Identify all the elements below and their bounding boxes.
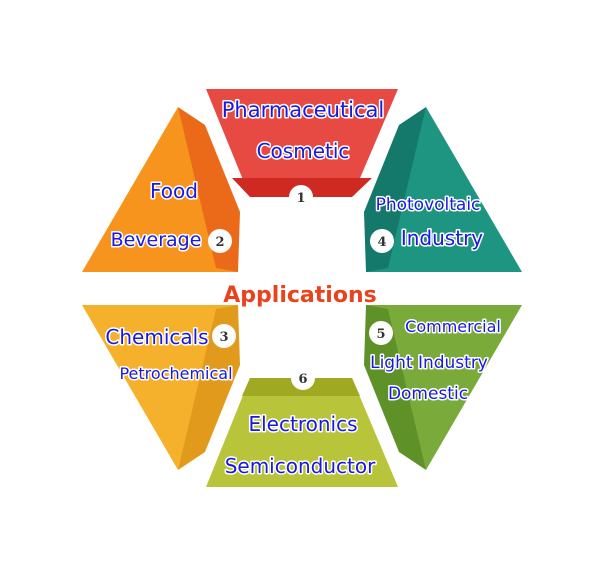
segment-3-shape	[82, 305, 238, 470]
segment-5-label-3: Domestic	[388, 384, 468, 404]
segment-2-number: 2	[215, 235, 224, 250]
segment-5: Commercial Light Industry Domestic 5	[364, 305, 522, 470]
segment-2-number-badge	[208, 229, 232, 253]
segment-2-label-1: Food	[150, 179, 198, 203]
segment-1-number-badge	[289, 185, 313, 209]
segment-4-shape	[366, 107, 522, 272]
segment-5-number-badge	[369, 321, 393, 345]
segment-1-label-2: Cosmetic	[257, 139, 350, 163]
segment-6-label-1: Electronics	[248, 412, 357, 436]
segment-2: Food Beverage 2	[82, 107, 240, 272]
segment-3: Chemicals Petrochemical 3	[82, 305, 240, 470]
segment-4-number: 4	[377, 235, 386, 250]
segment-1-shape	[206, 89, 398, 197]
segment-6: Electronics Semiconductor 6	[206, 366, 398, 487]
segment-5-edge	[364, 305, 426, 470]
segment-3-label-1: Chemicals	[105, 325, 208, 349]
segment-6-shape	[206, 378, 398, 487]
segment-5-number: 5	[376, 327, 385, 342]
segment-6-number: 6	[298, 372, 307, 387]
segment-1-number: 1	[296, 191, 305, 206]
segment-5-label-1: Commercial	[405, 317, 501, 336]
segment-4-label-2: Industry	[401, 226, 483, 250]
segment-1: Pharmaceutical Cosmetic 1	[206, 89, 398, 209]
segment-2-label-2: Beverage	[111, 229, 202, 251]
segment-6-label-2: Semiconductor	[225, 454, 376, 478]
segment-5-label-2: Light Industry	[370, 353, 488, 373]
segment-1-label-1: Pharmaceutical	[222, 98, 385, 122]
center-title: Applications	[223, 283, 376, 308]
segment-3-label-2: Petrochemical	[119, 364, 232, 383]
segment-3-number: 3	[219, 330, 228, 345]
segment-3-number-badge	[212, 324, 236, 348]
segment-6-number-badge	[291, 366, 315, 390]
segment-4-label-1: Photovoltaic	[376, 195, 481, 215]
segment-4-number-badge	[370, 229, 394, 253]
segment-5-shape	[366, 305, 522, 470]
segment-2-shape	[82, 107, 238, 272]
segment-4: Photovoltaic Industry 4	[364, 107, 522, 272]
